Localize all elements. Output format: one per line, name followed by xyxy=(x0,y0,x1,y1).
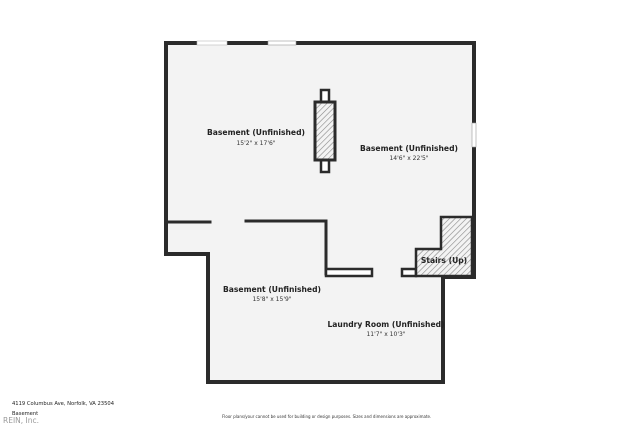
room-label-basement-west: Basement (Unfinished) 15'2" x 17'6" xyxy=(207,128,305,147)
room-label-basement-east: Basement (Unfinished) 14'6" x 22'5" xyxy=(360,144,458,162)
room-label-stairs: Stairs (Up) xyxy=(421,256,467,265)
room-name: Basement (Unfinished) xyxy=(207,128,305,137)
room-label-laundry: Laundry Room (Unfinished) 11'7" x 10'3" xyxy=(327,320,444,338)
room-name: Basement (Unfinished) xyxy=(360,144,458,153)
room-dimensions: 14'6" x 22'5" xyxy=(389,155,428,162)
room-name: Basement (Unfinished) xyxy=(223,285,321,294)
room-name: Laundry Room (Unfinished) xyxy=(327,320,444,329)
window-top-left xyxy=(196,40,228,46)
room-dimensions: 11'7" x 10'3" xyxy=(366,331,405,338)
interior-wall-segment xyxy=(324,267,374,278)
disclaimer-text: Floor plans/your cannot be used for buil… xyxy=(222,414,432,419)
floor-level-label: Basement xyxy=(12,411,39,417)
interior-wall-stub xyxy=(400,267,418,278)
stairs xyxy=(414,215,474,278)
watermark: REIN, Inc. xyxy=(3,416,40,425)
room-name: Stairs (Up) xyxy=(421,256,467,265)
room-dimensions: 15'2" x 17'6" xyxy=(236,140,275,147)
chimney-column xyxy=(313,88,337,174)
room-dimensions: 15'8" x 15'9" xyxy=(252,296,291,303)
window-top-center xyxy=(267,40,297,46)
floor-area xyxy=(166,43,474,382)
property-address: 4119 Columbus Ave, Norfolk, VA 23504 xyxy=(12,401,115,407)
room-label-basement-south: Basement (Unfinished) 15'8" x 15'9" xyxy=(223,285,321,303)
window-right xyxy=(471,122,477,148)
